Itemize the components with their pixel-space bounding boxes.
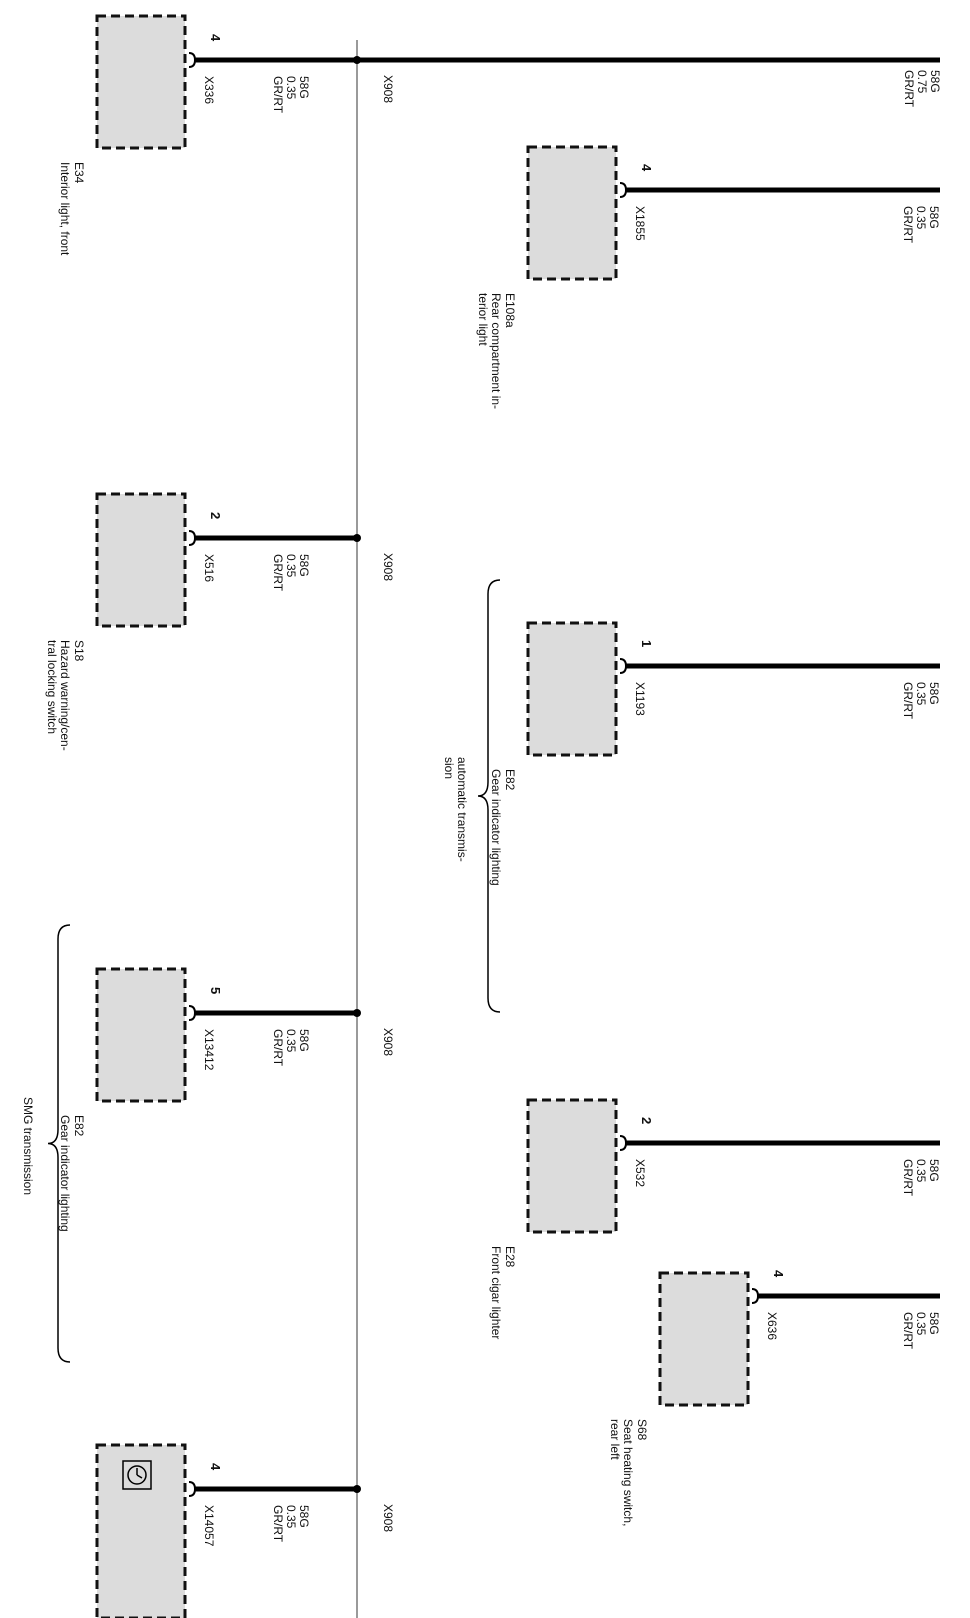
- group-brace-automatic: [477, 579, 501, 1013]
- component-name: Gear indicator lighting: [58, 1115, 72, 1232]
- component-box: [95, 14, 187, 150]
- component-name-line-1: Hazard warning/cen-: [58, 640, 72, 751]
- group-label-automatic-line-2: sion: [442, 757, 456, 779]
- connector-id: X13412: [202, 1029, 216, 1071]
- wire-signal: 58G: [297, 76, 311, 99]
- component-name-line-2: terior light: [476, 293, 490, 346]
- connector-hook: [751, 1288, 760, 1304]
- pin-number: 4: [208, 34, 223, 42]
- wire-gauge: 0.35: [914, 1312, 928, 1336]
- wire-color: GR/RT: [271, 554, 285, 592]
- connector-hook: [188, 52, 197, 68]
- wire-gauge: 0.35: [284, 1505, 298, 1529]
- wire-signal: 58G: [927, 1312, 941, 1335]
- wire-gauge: 0.35: [284, 76, 298, 100]
- component-box: [526, 621, 618, 757]
- wire-color: GR/RT: [901, 682, 915, 720]
- pin-number: 4: [771, 1270, 786, 1278]
- component-4: [526, 621, 940, 757]
- component-box: [95, 967, 187, 1103]
- wire-color: GR/RT: [901, 1159, 915, 1197]
- wire-color: GR/RT: [271, 76, 285, 114]
- component-id: E28: [503, 1246, 517, 1268]
- main-feed-color: GR/RT: [902, 70, 916, 108]
- splice-node: [353, 534, 361, 542]
- pin-number: 2: [639, 1117, 654, 1124]
- component-name-line-1: Seat heating switch,: [621, 1419, 635, 1526]
- component-id: E108a: [503, 293, 517, 328]
- component-2: [526, 145, 940, 281]
- wire-signal: 58G: [927, 1159, 941, 1182]
- connector-id: X1855: [633, 206, 647, 241]
- wire-gauge: 0.35: [914, 206, 928, 230]
- wire-signal: 58G: [927, 206, 941, 229]
- component-8: [95, 1443, 361, 1618]
- wire-signal: 58G: [297, 554, 311, 577]
- connector-id: X636: [765, 1312, 779, 1340]
- component-name-line-2: rear left: [608, 1419, 622, 1460]
- pin-number: 5: [208, 987, 223, 994]
- connector-hook: [619, 182, 628, 198]
- wire-gauge: 0.35: [284, 1029, 298, 1053]
- connector-id: X1193: [633, 682, 647, 716]
- connector-hook: [188, 1005, 197, 1021]
- clock-icon: [122, 1460, 152, 1490]
- component-id: E34: [72, 162, 86, 184]
- component-box: [658, 1271, 750, 1407]
- component-5: [95, 967, 361, 1103]
- group-brace-smg: [47, 924, 71, 1363]
- component-id: S68: [635, 1419, 649, 1441]
- main-feed-signal: 58G: [928, 70, 942, 93]
- component-3: [95, 492, 361, 628]
- splice-label: X908: [381, 1028, 395, 1056]
- connector-hook: [188, 1481, 197, 1497]
- component-id: E82: [503, 769, 517, 791]
- wire-signal: 58G: [297, 1029, 311, 1052]
- component-name-line-1: Rear compartment in-: [489, 293, 503, 409]
- splice-label: X908: [381, 553, 395, 581]
- component-name-line-2: tral locking switch: [45, 640, 59, 734]
- component-name: Front cigar lighter: [489, 1246, 503, 1339]
- pin-number: 1: [639, 640, 654, 647]
- connector-id: X336: [202, 76, 216, 104]
- wire-color: GR/RT: [901, 1312, 915, 1350]
- pin-number: 2: [208, 512, 223, 519]
- splice-node: [353, 1485, 361, 1493]
- group-label-automatic-line-1: automatic transmis-: [455, 757, 469, 862]
- wire-gauge: 0.35: [284, 554, 298, 578]
- connector-hook: [619, 658, 628, 674]
- component-7: [658, 1271, 940, 1407]
- wire-color: GR/RT: [271, 1029, 285, 1067]
- main-feed-gauge: 0.75: [915, 70, 929, 94]
- splice-label: X908: [381, 75, 395, 103]
- group-label-smg: SMG transmission: [21, 1097, 35, 1195]
- connector-id: X516: [202, 554, 216, 582]
- component-box: [95, 492, 187, 628]
- connector-id: X532: [633, 1159, 647, 1187]
- component-id: S18: [72, 640, 86, 662]
- wire-color: GR/RT: [271, 1505, 285, 1543]
- component-name: Gear indicator lighting: [489, 769, 503, 886]
- wire-color: GR/RT: [901, 206, 915, 244]
- component-id: E82: [72, 1115, 86, 1137]
- wire-gauge: 0.35: [914, 682, 928, 706]
- connector-hook: [619, 1135, 628, 1151]
- splice-node: [353, 1009, 361, 1017]
- component-box: [95, 1443, 187, 1618]
- pin-number: 4: [208, 1463, 223, 1471]
- component-6: [526, 1098, 940, 1234]
- wire-gauge: 0.35: [914, 1159, 928, 1183]
- connector-hook: [188, 530, 197, 546]
- pin-number: 4: [639, 164, 654, 172]
- wire-signal: 58G: [927, 682, 941, 705]
- connector-id: X14057: [202, 1505, 216, 1547]
- splice-node: [353, 56, 361, 64]
- splice-label: X908: [381, 1504, 395, 1532]
- component-name: Interior light, front: [58, 162, 72, 256]
- component-box: [526, 1098, 618, 1234]
- component-box: [526, 145, 618, 281]
- component-1: [95, 14, 361, 150]
- wire-signal: 58G: [297, 1505, 311, 1528]
